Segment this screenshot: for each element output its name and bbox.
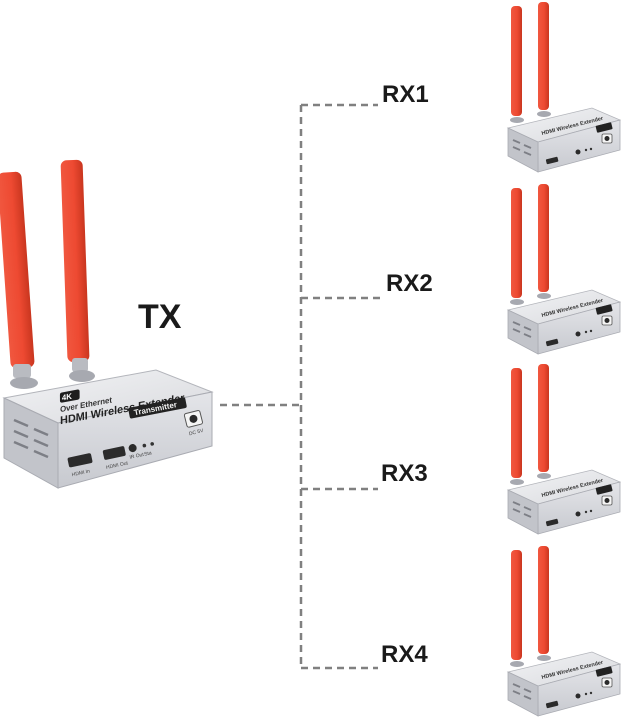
rx3-antenna-left — [511, 368, 522, 478]
rx1-label: RX1 — [382, 81, 429, 108]
tx-hdmi-out-port — [102, 446, 126, 460]
rx3-label: RX3 — [381, 460, 428, 487]
receiver-device-1: HDMI Wireless Extender — [506, 2, 621, 173]
receiver-device-2: HDMI Wireless Extender — [506, 184, 621, 355]
tx-ports: HDMI In HDMI Out IR Out Sta — [67, 442, 154, 478]
tx-label: TX — [138, 298, 182, 336]
rx3-antenna-right — [538, 364, 549, 472]
rx1-antenna-left — [511, 6, 522, 116]
rx2-label: RX2 — [386, 270, 433, 297]
rx4-antenna-left — [511, 550, 522, 660]
tx-hdmi-in-port — [67, 453, 93, 468]
rx2-antenna-right — [538, 184, 549, 292]
tx-led-1 — [142, 443, 147, 448]
tx-port-dc-label: DC 5V — [188, 428, 204, 438]
rx4-antenna-right — [538, 546, 549, 654]
tx-port-hdmi-out-label: HDMI Out — [106, 460, 130, 471]
tx-vents — [13, 418, 49, 459]
tx-antenna-left — [0, 171, 38, 389]
tx-badge: 4K — [62, 392, 72, 403]
receiver-device-4: HDMI Wireless Extender — [506, 546, 621, 717]
receiver-device-3: HDMI Wireless Extender — [506, 364, 621, 535]
tx-port-ir-label: IR Out — [129, 452, 145, 461]
tx-led-2 — [150, 442, 154, 446]
rx2-antenna-left — [511, 188, 522, 298]
tx-port-hdmi-in-label: HDMI In — [71, 468, 90, 478]
tx-antenna-right — [60, 159, 95, 382]
rx4-label: RX4 — [381, 641, 428, 668]
tx-port-status-label: Sta — [144, 450, 153, 457]
tx-ir-port — [128, 444, 137, 453]
rx1-antenna-right — [538, 2, 549, 110]
transmitter-device: 4K Over Ethernet HDMI Wireless Extender … — [0, 159, 214, 489]
connector-lines — [220, 103, 382, 670]
tx-dc-jack: DC 5V — [183, 410, 205, 438]
